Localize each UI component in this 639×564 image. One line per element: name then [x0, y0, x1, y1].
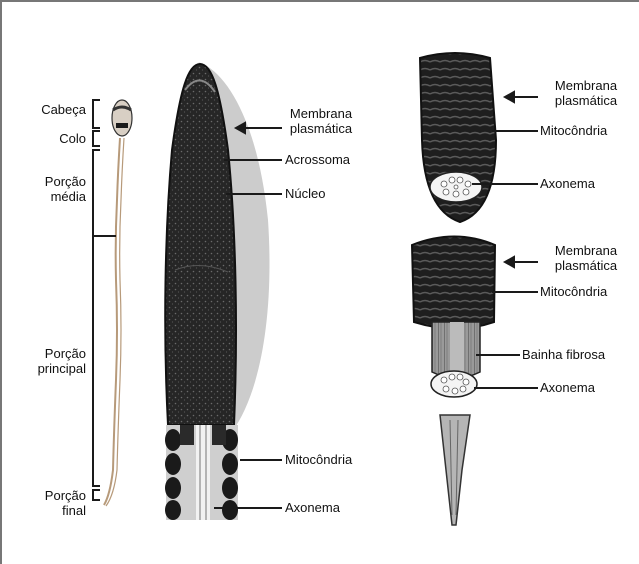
- label-membrana-plasmatica-head: Membrana plasmática: [282, 106, 360, 136]
- region-bracket: [93, 100, 116, 500]
- label-axonema-principal: Axonema: [540, 380, 595, 395]
- label-porcao-final: Porção final: [20, 488, 86, 518]
- label-nucleo: Núcleo: [285, 186, 325, 201]
- label-mitocondria-principal: Mitocôndria: [540, 284, 607, 299]
- midpiece-section-drawing: [420, 53, 496, 222]
- label-porcao-media: Porção média: [20, 174, 86, 204]
- label-axonema-neck: Axonema: [285, 500, 340, 515]
- label-mitocondria-neck: Mitocôndria: [285, 452, 352, 467]
- principal-piece-section-drawing: [412, 237, 495, 398]
- label-colo: Colo: [30, 131, 86, 146]
- whole-sperm-drawing: [104, 100, 132, 506]
- label-acrossoma: Acrossoma: [285, 152, 350, 167]
- label-axonema-midpiece: Axonema: [540, 176, 595, 191]
- label-porcao-principal: Porção principal: [20, 346, 86, 376]
- head-detail-drawing: [165, 62, 270, 520]
- label-bainha-fibrosa: Bainha fibrosa: [522, 347, 605, 362]
- label-cabeca: Cabeça: [30, 102, 86, 117]
- label-membrana-plasmatica-principal: Membrana plasmática: [540, 243, 632, 273]
- label-mitocondria-midpiece: Mitocôndria: [540, 123, 607, 138]
- label-membrana-plasmatica-midpiece: Membrana plasmática: [540, 78, 632, 108]
- end-piece-drawing: [440, 415, 470, 525]
